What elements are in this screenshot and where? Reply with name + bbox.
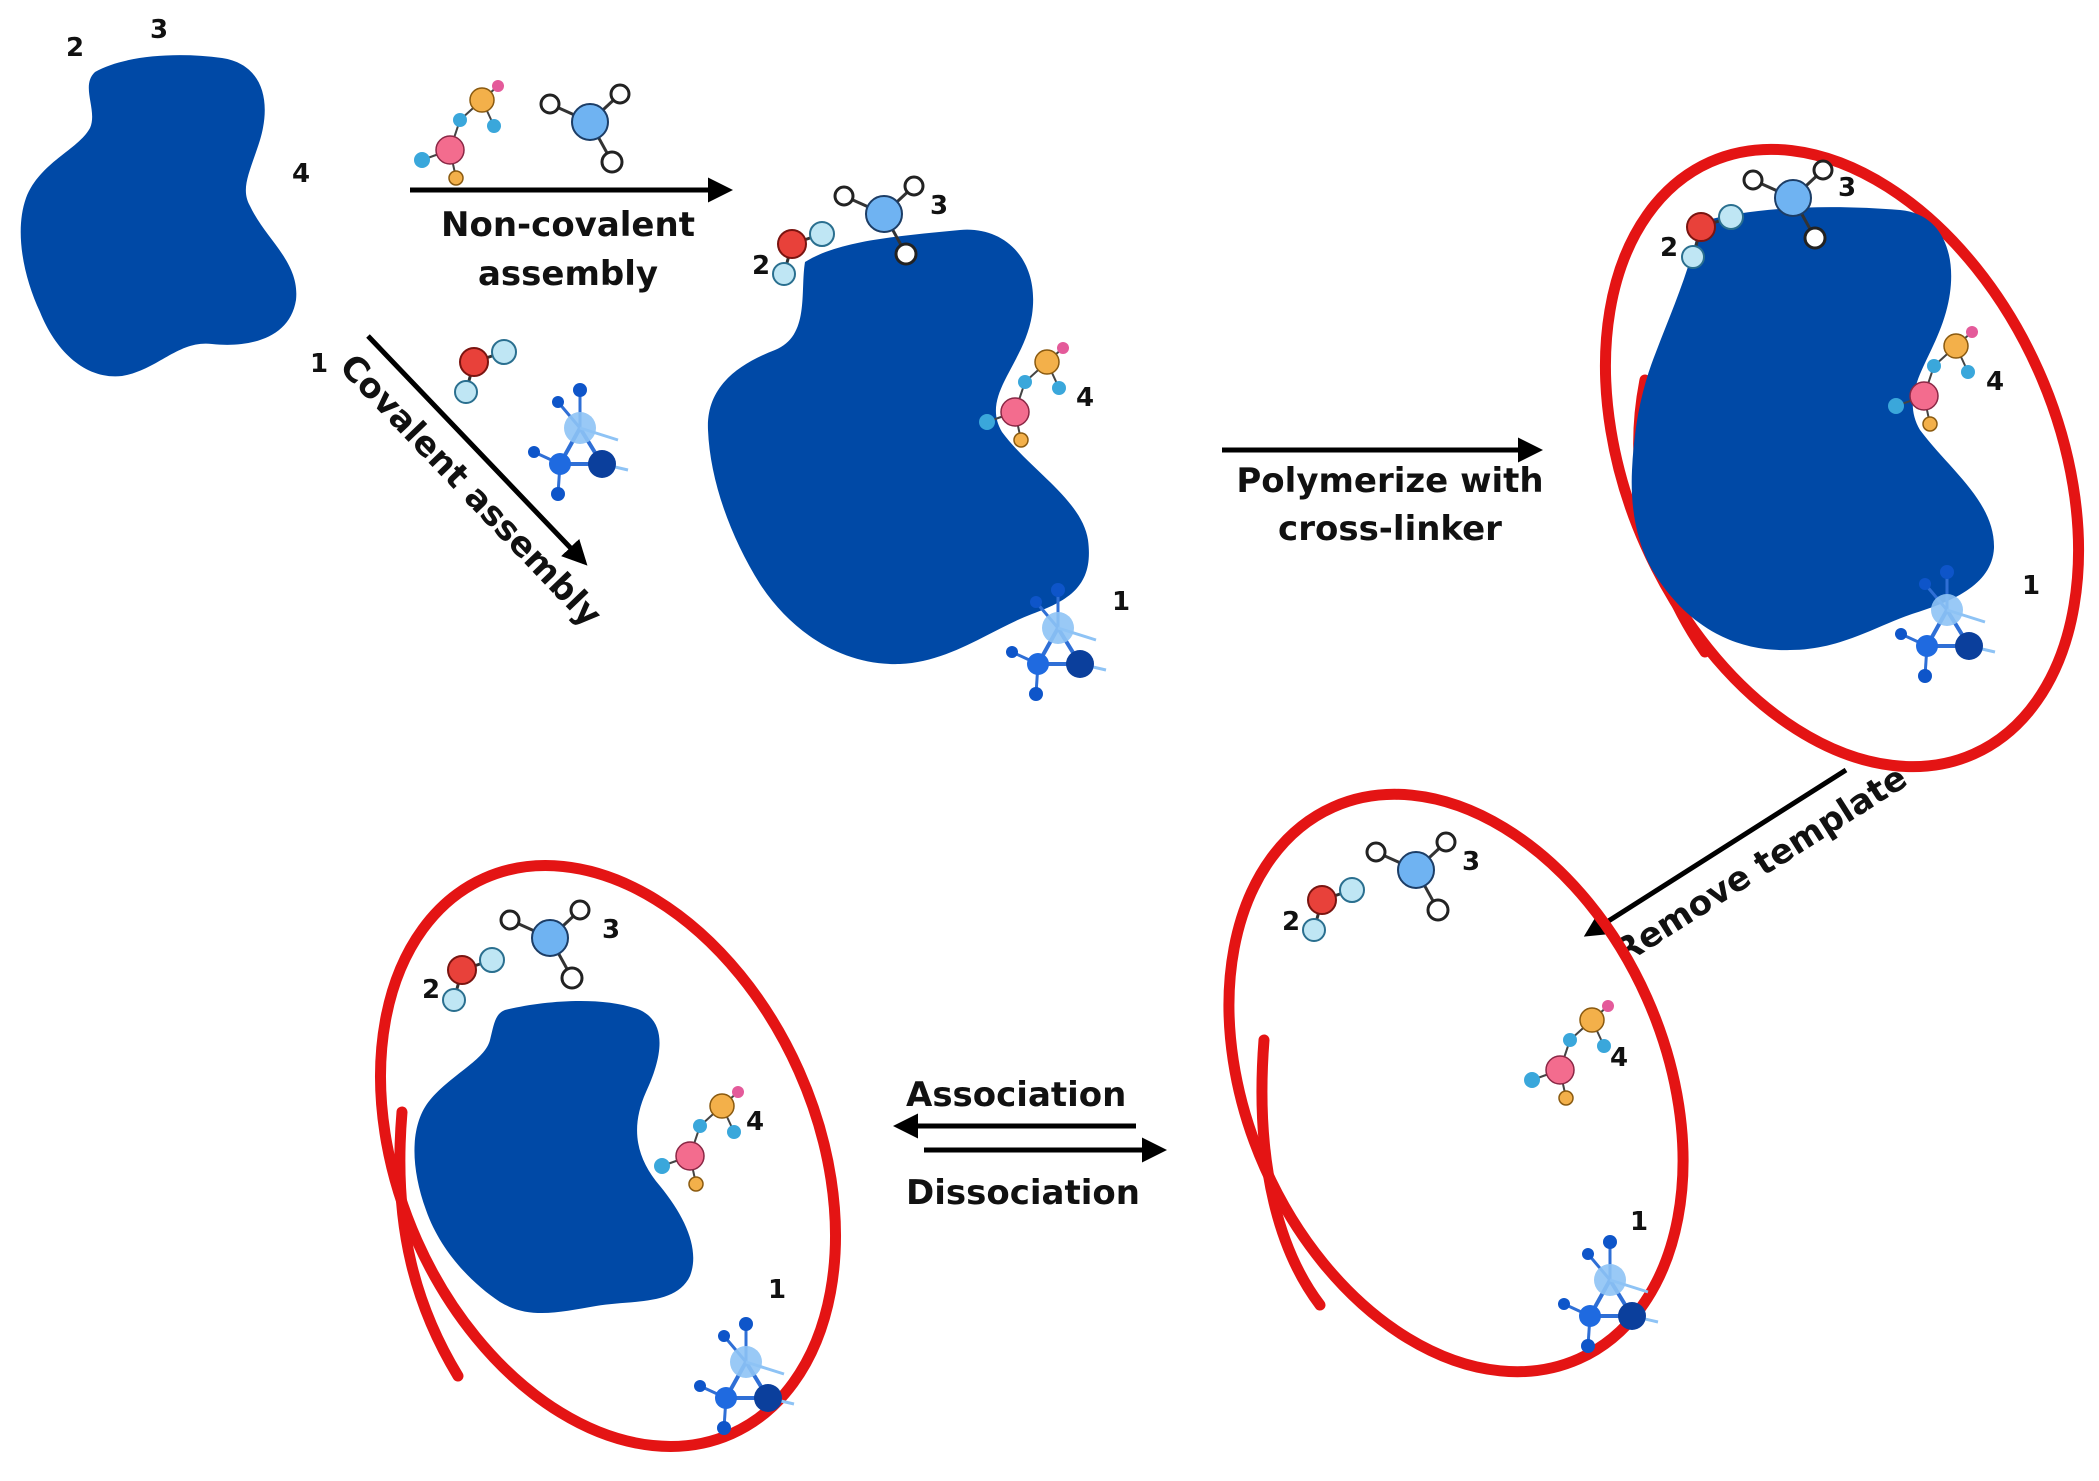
site-number-4: 4 (746, 1107, 764, 1137)
site-number-2: 2 (1282, 907, 1300, 937)
site-number-3: 3 (930, 191, 948, 221)
step-label-non-covalent-line1: Non-covalent (441, 205, 695, 245)
monomer-icon (1301, 876, 1366, 943)
template-blob-icon (20, 55, 297, 377)
site-number-4: 4 (1986, 367, 2004, 397)
monomer-icon (413, 79, 505, 186)
site-number-4: 4 (1610, 1043, 1628, 1073)
monomer-icon (526, 381, 630, 503)
site-number-1: 1 (2022, 571, 2040, 601)
step-label-dissociation: Dissociation (906, 1173, 1140, 1213)
step-label-polymerize-line1: Polymerize with (1236, 461, 1543, 501)
step-label-non-covalent-line2: assembly (478, 254, 658, 294)
step-label-polymerize-line2: cross-linker (1278, 509, 1502, 549)
template-blob-icon (414, 1000, 694, 1314)
site-number-2: 2 (1660, 233, 1678, 263)
monomer-icon (499, 899, 591, 990)
polymer-cavity-icon (1223, 788, 1689, 1378)
site-number-3: 3 (150, 15, 168, 45)
template-blob-icon (707, 229, 1089, 665)
site-number-2: 2 (752, 251, 770, 281)
site-number-1: 1 (310, 349, 328, 379)
site-number-3: 3 (1462, 847, 1480, 877)
template-blob-icon (1631, 207, 1995, 651)
polymer-cavity-icon (375, 860, 841, 1452)
monomer-icon (453, 338, 518, 405)
site-number-4: 4 (292, 159, 310, 189)
arrow-icon (366, 334, 588, 566)
monomer-icon (1523, 999, 1615, 1106)
step-label-remove-template: Remove template (1607, 758, 1914, 973)
site-number-3: 3 (1838, 173, 1856, 203)
site-number-2: 2 (422, 975, 440, 1005)
monomer-icon (692, 1315, 796, 1437)
site-number-1: 1 (1630, 1207, 1648, 1237)
monomer-icon (653, 1085, 745, 1192)
site-number-4: 4 (1076, 383, 1094, 413)
monomer-icon (539, 83, 631, 174)
site-number-2: 2 (66, 33, 84, 63)
arrow-icon (1583, 767, 1848, 937)
site-number-1: 1 (1112, 587, 1130, 617)
site-number-3: 3 (602, 915, 620, 945)
site-number-1: 1 (768, 1275, 786, 1305)
monomer-icon (1365, 831, 1457, 922)
step-label-association: Association (906, 1075, 1126, 1115)
monomer-icon (441, 946, 506, 1013)
